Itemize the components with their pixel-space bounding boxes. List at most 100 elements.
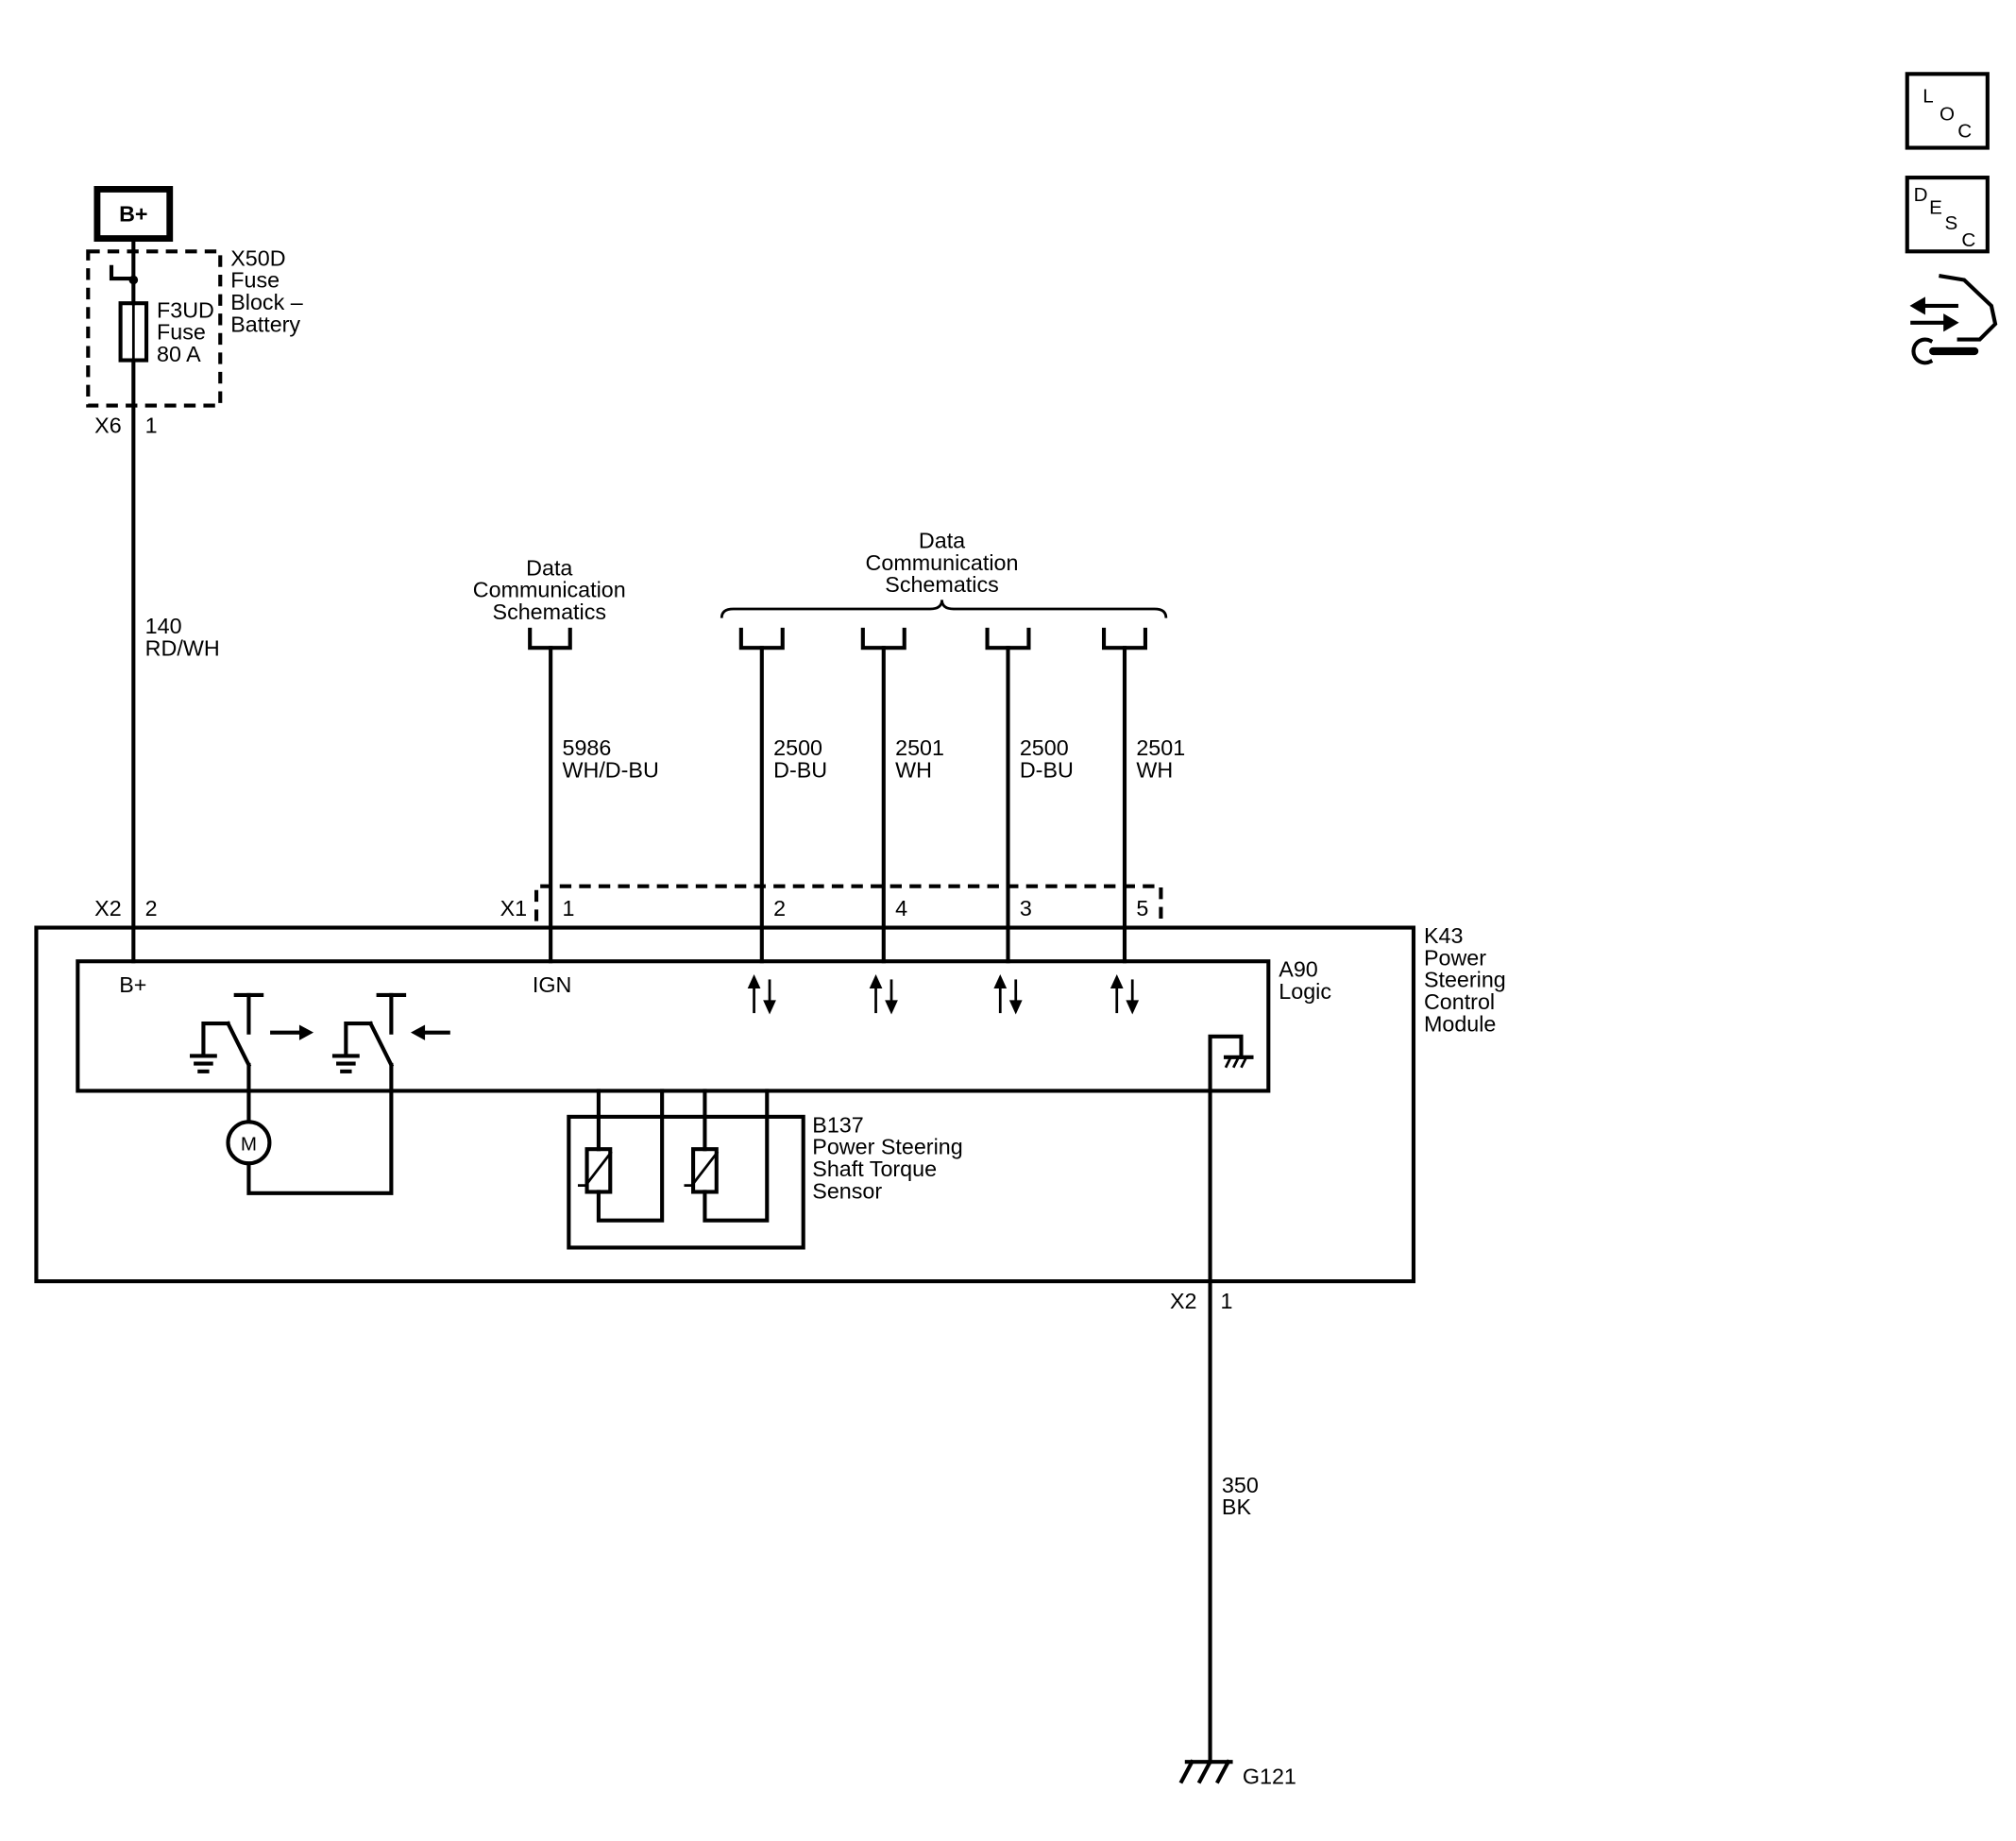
torque-sensor-desc-1: Power Steering: [812, 1135, 962, 1159]
bus-wire-2: 2501 WH 4: [860, 627, 944, 1015]
data-comm-left-line-2[interactable]: Communication: [473, 578, 626, 602]
desc-button[interactable]: D E S C: [1905, 176, 1990, 254]
switch-left-blade: [225, 1021, 252, 1068]
bus-wire-3-circuit: 2500: [1020, 735, 1069, 760]
torque-sensor-name: B137: [812, 1112, 863, 1137]
arrow-left-head: [1909, 296, 1925, 315]
data-comm-link-right[interactable]: Data Communication Schematics: [720, 529, 1168, 618]
bus-wire-2-code: WH: [895, 757, 932, 782]
fuse-block-desc-3: Battery: [230, 312, 300, 336]
wire-5986-circuit: 5986: [562, 735, 611, 760]
arrow-right-head: [1943, 313, 1959, 332]
bus-wire-2-pin: 4: [895, 896, 907, 920]
logic-board: A90 Logic B+ IGN: [76, 957, 1331, 1093]
motor-switch-right: [331, 992, 450, 1073]
torque-sensor-desc-2: Shaft Torque: [812, 1157, 937, 1181]
chassis-ground-tick-1: [1224, 1056, 1232, 1069]
wire-140-circuit: 140: [145, 614, 182, 638]
fuse-block-terminal: [109, 264, 132, 281]
bus-wire-4-circuit: 2501: [1136, 735, 1185, 760]
wrench-head: [1911, 337, 1934, 365]
desc-icon[interactable]: [1905, 176, 1990, 254]
ground-g121-tick-3: [1214, 1759, 1231, 1784]
fuse-block-outline: [86, 249, 223, 408]
ign-wire-5986: 5986 WH/D-BU X1 1: [500, 646, 659, 964]
loc-letter-c: C: [1957, 121, 1972, 143]
sensor-1-variable-mark: [577, 1151, 613, 1187]
logic-name: A90: [1279, 957, 1318, 982]
wire-350-code: BK: [1222, 1495, 1252, 1519]
chassis-ground-tick-3: [1240, 1056, 1248, 1069]
data-comm-left-line-3[interactable]: Schematics: [493, 600, 607, 624]
data-comm-left-line-1[interactable]: Data: [526, 555, 572, 580]
fuse-block-name: X50D: [230, 245, 285, 270]
bus-wire-3-pin: 3: [1020, 896, 1032, 920]
switch-right-blade: [367, 1021, 395, 1068]
sensor-2-lead-return: [703, 1089, 770, 1223]
logic-outline: [76, 959, 1271, 1093]
data-comm-right-line-3[interactable]: Schematics: [885, 572, 999, 597]
connector-x2-top-name: X2: [94, 896, 122, 920]
battery-label: B+: [119, 202, 147, 227]
battery-source: B+: [93, 186, 174, 243]
data-comm-link-left[interactable]: Data Communication Schematics: [473, 555, 626, 650]
data-comm-left-connector: [528, 627, 572, 650]
torque-sensor: B137 Power Steering Shaft Torque Sensor: [567, 1089, 963, 1250]
module-outline: [34, 925, 1416, 1284]
data-comm-right-line-1[interactable]: Data: [919, 529, 965, 553]
bus-wire-4-code: WH: [1136, 757, 1173, 782]
wire-5986-code: WH/D-BU: [562, 757, 658, 782]
logic-ign-label: IGN: [533, 972, 571, 997]
hand-wrench-arrows-icon[interactable]: [1909, 274, 1998, 365]
bus-wire-3-tx-head: [993, 973, 1008, 989]
bus-wire-2-circuit: 2501: [895, 735, 944, 760]
data-comm-right-line-2[interactable]: Communication: [866, 550, 1019, 575]
power-steering-control-module: K43 Power Steering Control Module: [34, 923, 1506, 1284]
bus-wire-1-code: D-BU: [773, 757, 827, 782]
module-desc-4: Module: [1424, 1011, 1496, 1036]
bus-wire-1: 2500 D-BU 2: [738, 627, 827, 1015]
wire-140-code: RD/WH: [145, 635, 220, 660]
ground-circuit-350: X2 1 350 BK: [1170, 1034, 1259, 1765]
torque-sensor-desc-3: Sensor: [812, 1178, 882, 1203]
desc-letter-c: C: [1961, 229, 1975, 251]
loc-letter-l: L: [1923, 86, 1933, 108]
bus-wire-2-connector: [860, 627, 906, 650]
fuse-block-junction-dot: [128, 275, 139, 285]
sensor-1-lead-return: [596, 1089, 665, 1223]
module-desc-3: Control: [1424, 989, 1495, 1014]
connector-x1-outline: [534, 884, 1163, 921]
module-desc-1: Power: [1424, 945, 1486, 970]
bus-wire-4: 2501 WH 5: [1101, 627, 1185, 1015]
connector-x1-name: X1: [500, 896, 528, 920]
logic-desc: Logic: [1279, 979, 1331, 1004]
desc-letter-s: S: [1945, 212, 1958, 234]
bus-wire-1-circuit: 2500: [773, 735, 822, 760]
switch-left-ground-lead: [201, 1022, 230, 1058]
ground-g121: G121: [1178, 1759, 1296, 1789]
bus-wire-3: 2500 D-BU 3: [985, 627, 1074, 1015]
bus-wire-1-rx-head: [763, 1000, 776, 1015]
motor-switch-left: [190, 992, 314, 1073]
connector-x2-bottom-pin: 1: [1221, 1289, 1233, 1313]
loc-button[interactable]: L O C: [1905, 72, 1990, 150]
bus-wire-4-pin: 5: [1136, 896, 1148, 920]
motor-label: M: [241, 1134, 257, 1156]
ground-g121-tick-2: [1196, 1759, 1213, 1784]
bus-wire-4-connector: [1101, 627, 1148, 650]
connector-x2-top-pin: 2: [145, 896, 158, 920]
loc-icon[interactable]: [1905, 72, 1990, 150]
fuse-type: Fuse: [157, 320, 206, 345]
steering-motor: M: [226, 1062, 394, 1195]
hand-outline: [1939, 274, 1998, 342]
switch-right-arrow-head: [410, 1024, 426, 1040]
bus-wire-3-rx-head: [1008, 1000, 1023, 1015]
bus-wire-1-pin: 2: [773, 896, 786, 920]
internal-ground-lead: [1208, 1034, 1244, 1765]
fuse-rating: 80 A: [157, 342, 201, 366]
switch-right-ground-lead: [344, 1022, 373, 1058]
ground-g121-tick-1: [1178, 1759, 1195, 1784]
bus-wire-1-tx-head: [747, 973, 761, 989]
fuse-block-desc-2: Block –: [230, 290, 302, 314]
bus-wire-2-rx-head: [885, 1000, 898, 1015]
